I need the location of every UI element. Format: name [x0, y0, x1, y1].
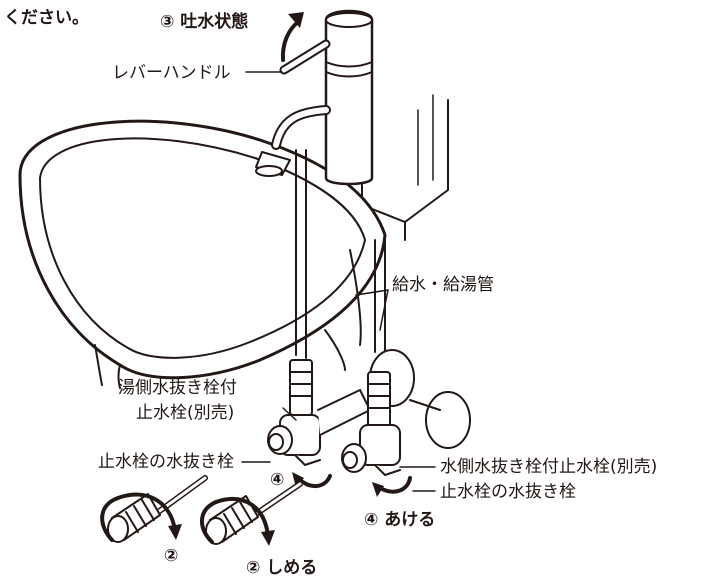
vanity-counter [361, 41, 449, 241]
drain-plug-right-label: 止水栓の水抜き栓 [440, 482, 576, 502]
close-arrow-right [200, 497, 275, 546]
open-arrow-right [372, 476, 412, 497]
cold-water-valve [341, 349, 471, 476]
step2-small-label: ② [164, 546, 179, 566]
close-arrow-left [100, 492, 182, 542]
lever-handle-label: レバーハンドル [112, 63, 231, 83]
supply-pipes [295, 149, 386, 359]
wash-basin [18, 119, 387, 389]
screwdriver-left [107, 475, 208, 543]
step3-label: ③ 吐水状態 [160, 12, 249, 32]
lever-up-arrow [280, 12, 304, 62]
leader-lines [241, 71, 436, 492]
hot-valve-label-2: 止水栓(別売) [136, 403, 235, 423]
screwdriver-right [205, 481, 303, 545]
faucet-body [255, 9, 374, 186]
intro-fragment: ください。 [4, 8, 89, 28]
step2-close-label: ② しめる [246, 558, 318, 578]
cold-valve-label: 水側水抜き栓付止水栓(別売) [440, 457, 658, 477]
drain-plug-left-label: 止水栓の水抜き栓 [98, 452, 234, 472]
hot-water-valve [267, 359, 371, 466]
supply-pipes-label: 給水・給湯管 [392, 275, 494, 295]
step4-open-label: ④ あける [364, 510, 436, 530]
step4-small-label: ④ [270, 470, 285, 490]
hot-valve-label-1: 湯側水抜き栓付 [118, 378, 237, 398]
